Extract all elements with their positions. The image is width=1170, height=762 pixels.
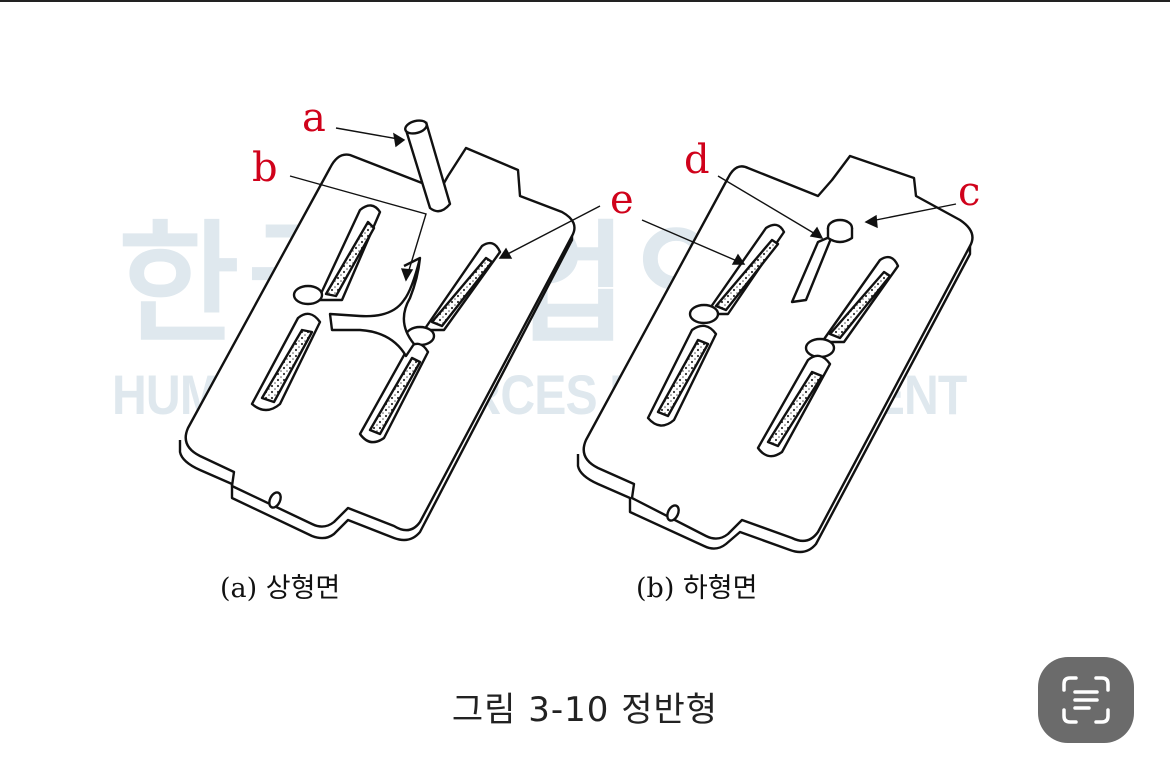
cope-plate-top [184, 146, 576, 532]
text-scan-button[interactable] [1038, 657, 1134, 743]
caption-cope: (a) 상형면 [220, 573, 341, 604]
sprue-a [404, 121, 452, 213]
cope-mount-hole [268, 491, 282, 509]
label-d: d [684, 137, 710, 183]
drag-plate [576, 154, 974, 554]
label-a: a [302, 95, 326, 141]
label-c: c [958, 169, 981, 215]
drag-plate-top [582, 154, 974, 543]
top-border [0, 0, 1170, 2]
label-b: b [252, 145, 278, 191]
label-e: e [610, 177, 634, 223]
cope-plate [178, 119, 576, 542]
caption-drag: (b) 하형면 [636, 573, 758, 604]
drag-mount-hole [666, 504, 680, 522]
figure-title: 그림 3-10 정반형 [451, 690, 719, 730]
runner-b [328, 256, 422, 358]
text-scan-icon [1062, 676, 1110, 724]
